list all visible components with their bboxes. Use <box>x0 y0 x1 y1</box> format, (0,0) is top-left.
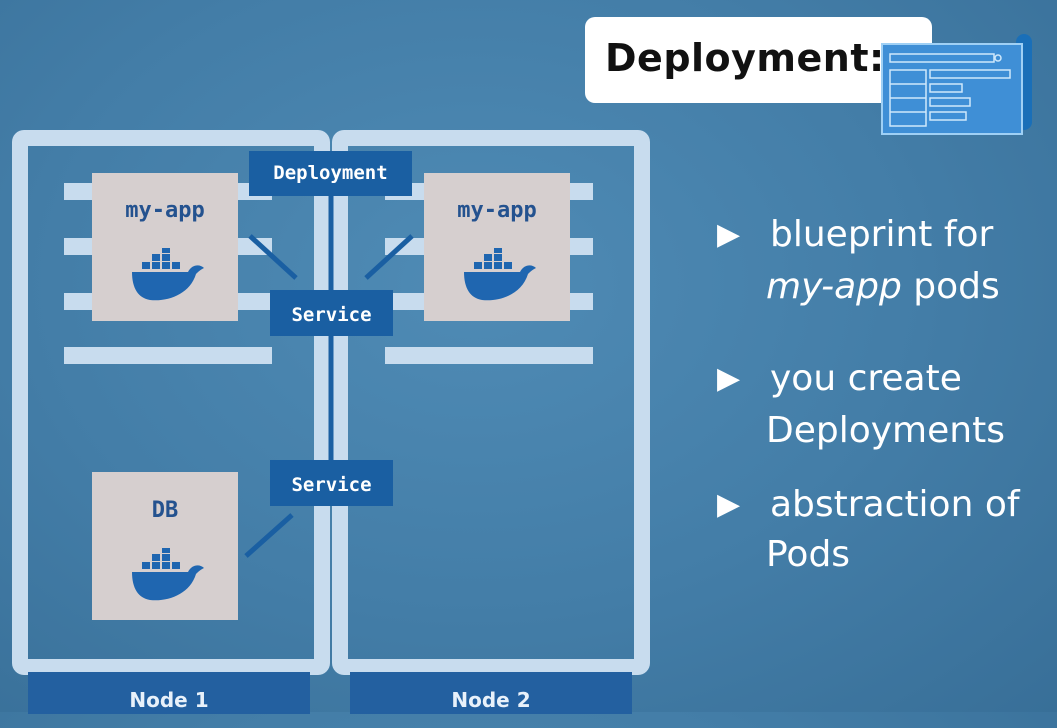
decor-stripe <box>64 347 272 364</box>
pod-label: my-app <box>457 198 537 223</box>
pod-label: DB <box>151 498 179 523</box>
service-tag: Service <box>270 460 393 506</box>
docker-whale-icon <box>464 248 536 301</box>
page-title: Deployment: <box>605 36 885 80</box>
node-2-label: Node 2 <box>350 672 632 714</box>
deployment-tag: Deployment <box>249 151 412 196</box>
node-1-frame <box>12 130 330 675</box>
bullet-line: abstraction of <box>770 484 1020 525</box>
node-2-frame <box>332 130 650 675</box>
bullet-line: Deployments <box>766 410 1005 451</box>
bullet-line: you create <box>770 358 962 399</box>
bullet-arrow-icon: ▶ <box>717 487 741 522</box>
bullet-line: Pods <box>766 534 851 575</box>
bullet-line: blueprint for <box>770 214 994 255</box>
bullet-arrow-icon: ▶ <box>717 361 741 396</box>
docker-whale-icon <box>132 248 204 301</box>
bullet-line: my-app pods <box>766 262 1000 312</box>
blueprint-icon <box>881 34 1032 135</box>
bullet-arrow-icon: ▶ <box>717 217 741 252</box>
bullet-italic: my-app <box>766 266 902 307</box>
service-tag: Service <box>270 290 393 336</box>
decor-stripe <box>385 347 593 364</box>
bullet-line-rest: pods <box>901 266 1000 307</box>
pod-label: my-app <box>125 198 205 223</box>
title-card <box>585 17 932 103</box>
node-1-label: Node 1 <box>28 672 310 714</box>
docker-whale-icon <box>132 548 204 601</box>
